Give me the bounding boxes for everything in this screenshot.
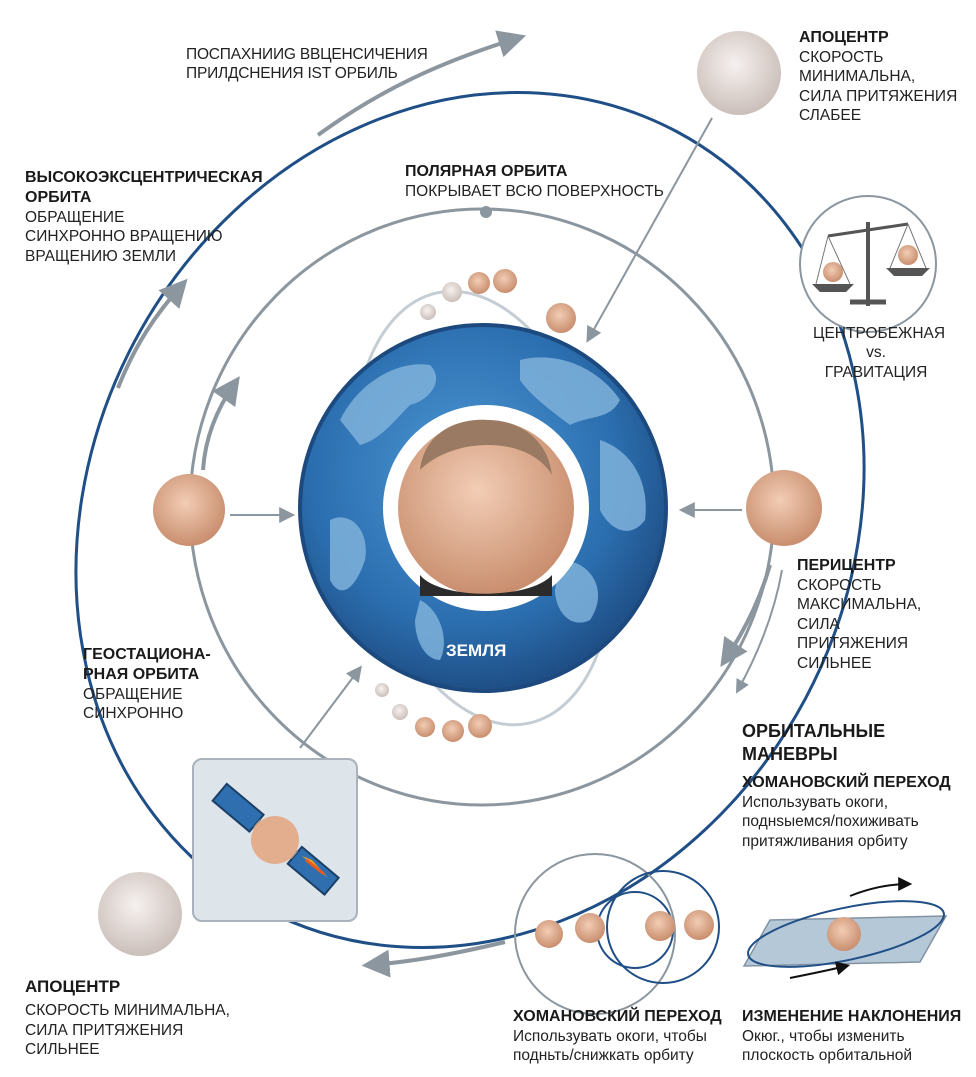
satellite-panel — [192, 758, 358, 922]
polar-title: ПОЛЯРНАЯ ОРБИТА — [405, 163, 568, 180]
balance-scale-icon — [799, 195, 937, 333]
pericenter-line2: МАКСИМАЛЬНА, — [797, 596, 922, 614]
arc-arrow-left — [116, 278, 188, 389]
polar-subtitle: ПОКРЫВАЕТ ВСЮ ПОВЕРХНОСТЬ — [405, 183, 664, 200]
arc-arrow-top — [316, 30, 527, 137]
portrait-hair — [420, 419, 552, 475]
arc-arrow-right-2 — [735, 569, 783, 694]
balance-line1: ЦЕНТРОБЕЖНАЯ — [813, 325, 946, 342]
maneuvers-hohmann-title: ХОМАНОВСКИЙ ПЕРЕХОД — [742, 774, 951, 791]
arc-arrow-inner-left — [201, 376, 240, 471]
inclination-line1: Окюг., чтобы изменить — [742, 1028, 905, 1045]
heo-line3: ВРАЩЕНИЮ ЗЕМЛИ — [25, 247, 177, 265]
pericenter-title: ПЕРИЦЕНТР — [797, 557, 896, 574]
apocenter-bottom-face — [98, 872, 182, 956]
polar-orbit-marker — [480, 206, 492, 218]
geo-line1: ОБРАЩЕНИЕ — [83, 686, 183, 703]
pericenter-face — [746, 470, 822, 546]
heo-title-1: ВЫСОКОЭКСЦЕНТРИЧЕСКАЯ — [25, 169, 263, 186]
apocenter-top-line4: СЛАБЕЕ — [799, 107, 862, 125]
earth-continents — [330, 357, 646, 660]
apocenter-bottom-label: АПОЦЕНТР СКОРОСТЬ МИНИМАЛЬНА, СИЛА ПРИТЯ… — [25, 976, 230, 1059]
top-arc-caption-line2: ПРИЛДСНЕНИЯ IST ОРБИЛЬ — [186, 65, 398, 83]
maneuvers-title-2: МАНЕВРЫ — [742, 743, 838, 764]
apocenter-bottom-title: АПОЦЕНТР — [25, 977, 121, 996]
maneuvers-label: ОРБИТАЛЬНЫЕ МАНЕВРЫ ХОМАНОВСКИЙ ПЕРЕХОД … — [742, 720, 951, 851]
satellite-icon — [211, 782, 341, 896]
polar-orbit-faces — [375, 269, 576, 742]
earth-center-portrait — [398, 420, 574, 596]
geo-left-face — [153, 474, 225, 546]
pericenter-line3: СИЛА — [797, 615, 840, 633]
hohmann-bottom-label: ХОМАНОВСКИЙ ПЕРЕХОД Использувать окоги, … — [513, 1007, 722, 1066]
pericenter-line5: СИЛЬНЕЕ — [797, 654, 872, 672]
portrait-suit — [420, 575, 552, 596]
inclination-line2: плоскость орбитальной — [742, 1047, 913, 1065]
apocenter-top-label: АПОЦЕНТР СКОРОСТЬ МИНИМАЛЬНА, СИЛА ПРИТЯ… — [799, 28, 957, 126]
heo-line2: СИНХРОННО ВРАЩЕНИЮ — [25, 228, 223, 246]
geo-line2: СИНХРОННО — [83, 705, 184, 723]
top-arc-caption: ПОСПАХНИИG ВВЦЕНСИЧЕНИЯ ПРИЛДСНЕНИЯ IST … — [186, 45, 428, 84]
balance-line2: vs. ГРАВИТАЦИЯ — [824, 344, 928, 381]
heo-line1: ОБРАЩЕНИЕ — [25, 209, 125, 226]
inclination-diagram — [742, 877, 948, 979]
apocenter-top-line3: СИЛА ПРИТЯЖЕНИЯ — [799, 87, 958, 105]
maneuvers-title-1: ОРБИТАЛЬНЫЕ — [742, 721, 886, 741]
pericenter-line1: СКОРОСТЬ — [797, 577, 882, 594]
apocenter-top-line1: СКОРОСТЬ — [799, 49, 884, 66]
pericenter-label: ПЕРИЦЕНТР СКОРОСТЬ МАКСИМАЛЬНА, СИЛА ПРИ… — [797, 556, 921, 673]
hohmann-diagram — [514, 853, 720, 1015]
arrow-satellite-to-earth — [299, 665, 362, 749]
maneuvers-hohmann-line3: притяжливания орбиту — [742, 832, 908, 850]
arrow-apocenter-to-polar — [586, 117, 713, 343]
heo-title-2: ОРБИТА — [25, 189, 92, 206]
hohmann-bottom-title: ХОМАНОВСКИЙ ПЕРЕХОД — [513, 1008, 722, 1025]
hohmann-bottom-line2: подньть/снижкать орбиту — [513, 1047, 694, 1065]
earth-label: ЗЕМЛЯ — [446, 641, 507, 660]
heo-label: ВЫСОКОЭКСЦЕНТРИЧЕСКАЯ ОРБИТА ОБРАЩЕНИЕ С… — [25, 168, 263, 266]
balance-label: ЦЕНТРОБЕЖНАЯ vs. ГРАВИТАЦИЯ — [813, 324, 946, 382]
geo-label: ГЕОСТАЦИОНА- РНАЯ ОРБИТА ОБРАЩЕНИЕ СИНХР… — [83, 645, 211, 724]
apocenter-top-title: АПОЦЕНТР — [799, 29, 889, 46]
hohmann-bottom-line1: Использувать окоги, чтобы — [513, 1028, 707, 1045]
pericenter-line4: ПРИТЯЖЕНИЯ — [797, 635, 909, 653]
apocenter-bottom-line1: СКОРОСТЬ МИНИМАЛЬНА, — [25, 1002, 230, 1020]
inclination-title: ИЗМЕНЕНИЕ НАКЛОНЕНИЯ — [742, 1008, 962, 1025]
maneuvers-hohmann-line1: Использувать окоги, — [742, 794, 889, 811]
apocenter-bottom-line2: СИЛА ПРИТЯЖЕНИЯ — [25, 1021, 184, 1039]
apocenter-top-face — [697, 31, 781, 115]
top-arc-caption-line1: ПОСПАХНИИG ВВЦЕНСИЧЕНИЯ — [186, 46, 428, 63]
apocenter-top-line2: МИНИМАЛЬНА, — [799, 68, 916, 86]
inclination-label: ИЗМЕНЕНИЕ НАКЛОНЕНИЯ Окюг., чтобы измени… — [742, 1007, 961, 1066]
arc-arrow-bottom — [361, 940, 506, 978]
arc-arrow-right-1 — [720, 564, 772, 667]
apocenter-bottom-line3: СИЛЬНЕЕ — [25, 1041, 100, 1058]
geo-title-1: ГЕОСТАЦИОНА- — [83, 646, 211, 663]
geo-title-2: РНАЯ ОРБИТА — [83, 666, 200, 683]
polar-label: ПОЛЯРНАЯ ОРБИТА ПОКРЫВАЕТ ВСЮ ПОВЕРХНОСТ… — [405, 162, 664, 201]
maneuvers-hohmann-line2: поднsыемся/похиживать — [742, 813, 919, 831]
